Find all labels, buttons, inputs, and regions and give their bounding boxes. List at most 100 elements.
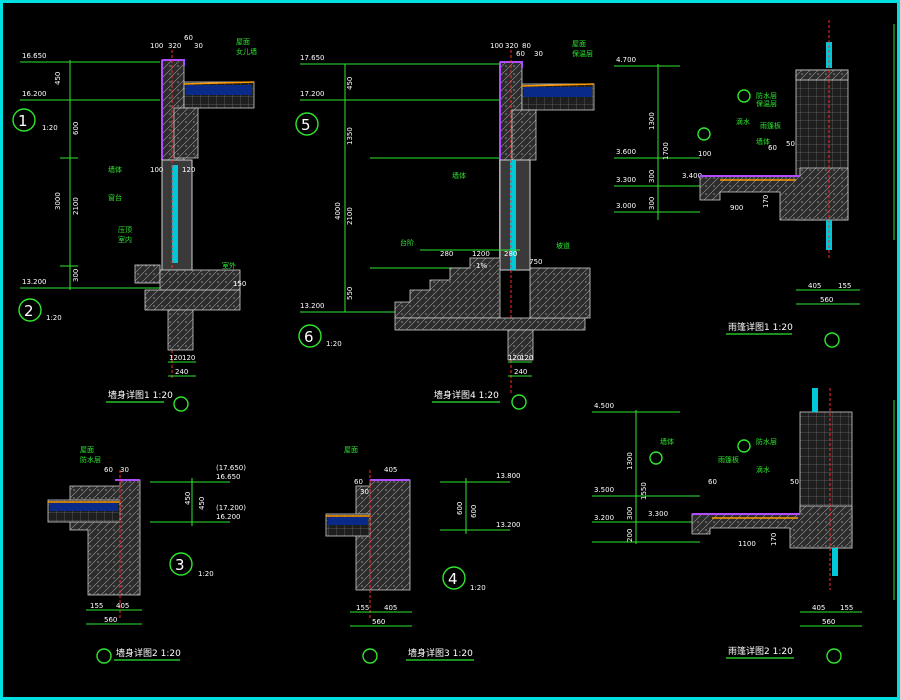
elevation-label: 3.000 bbox=[616, 202, 636, 210]
scale-note: 1:20 bbox=[326, 340, 342, 348]
dim-label: 600 bbox=[470, 505, 478, 518]
annotation: 防水层 bbox=[756, 437, 777, 446]
dim-label: 405 bbox=[808, 282, 821, 290]
detail-marker-circle bbox=[295, 112, 319, 136]
elevation-label: 4.700 bbox=[616, 56, 636, 64]
scale-note: 1:20 bbox=[42, 124, 58, 132]
annotation: 坡道 bbox=[556, 241, 570, 250]
dim-label: 170 bbox=[762, 195, 770, 208]
dim-label: 450 bbox=[198, 497, 206, 510]
detail-title: 雨篷详图1 1:20 bbox=[728, 321, 793, 333]
annotation: 室外 bbox=[222, 261, 236, 270]
insulation-layer bbox=[50, 503, 118, 511]
dim-label: 120 bbox=[182, 166, 195, 174]
wall-detail-2: (17.650) 16.650 (17.200) 16.200 450 450 … bbox=[47, 446, 246, 664]
dim-label: 155 bbox=[90, 602, 103, 610]
elevation-label: 3.500 bbox=[594, 486, 614, 494]
annotation: 屋面 bbox=[344, 446, 358, 454]
dim-label: 60 bbox=[708, 478, 717, 486]
dim-label: 240 bbox=[514, 368, 527, 376]
dim-label: 320 bbox=[168, 42, 181, 50]
annotation: 滴水 bbox=[756, 465, 770, 474]
dim-label: 450 bbox=[184, 492, 192, 505]
dim-label: 120 bbox=[169, 354, 182, 362]
foundation-column bbox=[507, 329, 534, 361]
dim-label: 155 bbox=[356, 604, 369, 612]
dim-label: 1300 bbox=[648, 112, 656, 130]
index-bubble bbox=[737, 439, 751, 453]
dim-label: 405 bbox=[384, 466, 397, 474]
detail-marker-circle bbox=[298, 324, 322, 348]
detail-marker-circle bbox=[442, 566, 466, 590]
elevation-label: 16.200 bbox=[216, 513, 241, 521]
dim-label: 170 bbox=[770, 533, 778, 546]
axis-bubble bbox=[96, 648, 112, 664]
dim-label: 1% bbox=[476, 262, 487, 270]
annotation: 女儿墙 bbox=[236, 47, 257, 56]
dim-label: 1700 bbox=[662, 142, 670, 160]
canopy-detail-2: 4.500 3.500 3.300 3.200 1300 1550 300 20… bbox=[592, 388, 895, 664]
insulation-layer bbox=[524, 87, 592, 97]
axis-bubble bbox=[824, 332, 840, 348]
annotation: 压顶 bbox=[118, 226, 132, 234]
step bbox=[134, 264, 161, 284]
floor-slab bbox=[529, 267, 591, 319]
dim-label: 60 bbox=[104, 466, 113, 474]
dim-label: 600 bbox=[456, 502, 464, 515]
dim-label: 100 bbox=[490, 42, 503, 50]
elevation-label: 3.300 bbox=[616, 176, 636, 184]
scale-note: 1:20 bbox=[198, 570, 214, 578]
foundation-column bbox=[167, 309, 194, 351]
elevation-label: 3.600 bbox=[616, 148, 636, 156]
dim-label: 30 bbox=[360, 488, 369, 496]
dim-label: 1550 bbox=[640, 482, 648, 500]
detail-marker-number: 2 bbox=[24, 302, 34, 320]
detail-title: 墙身详图3 1:20 bbox=[408, 647, 473, 659]
annotation: 屋面 bbox=[80, 446, 94, 454]
wall-cap bbox=[795, 69, 849, 81]
dim-label: 300 bbox=[72, 269, 80, 282]
scale-note: 1:20 bbox=[46, 314, 62, 322]
dim-label: 280 bbox=[440, 250, 453, 258]
dim-label: 4000 bbox=[334, 202, 342, 220]
dim-label: 560 bbox=[372, 618, 385, 626]
dim-label: 30 bbox=[194, 42, 203, 50]
foundation-beam bbox=[144, 289, 241, 311]
elevation-label: 13.200 bbox=[496, 521, 521, 529]
elevation-label: 3.200 bbox=[594, 514, 614, 522]
dim-label: 50 bbox=[790, 478, 799, 486]
axis-bubble bbox=[826, 648, 842, 664]
annotation: 保温层 bbox=[572, 49, 593, 58]
dim-label: 1100 bbox=[738, 540, 756, 548]
elevation-label: 16.650 bbox=[22, 52, 47, 60]
elevation-label: 17.650 bbox=[300, 54, 325, 62]
ground-slab bbox=[394, 317, 586, 331]
dim-label: 100 bbox=[150, 166, 163, 174]
dim-label: 560 bbox=[820, 296, 833, 304]
annotation: 雨篷板 bbox=[718, 455, 739, 464]
elevation-label: 13.800 bbox=[496, 472, 521, 480]
detail-marker-number: 4 bbox=[448, 570, 458, 588]
dim-label: 2100 bbox=[72, 197, 80, 215]
dim-label: 1300 bbox=[626, 452, 634, 470]
detail-marker-number: 3 bbox=[175, 556, 185, 574]
elevation-label: (17.200) bbox=[216, 504, 246, 512]
annotation: 墙体 bbox=[108, 165, 122, 174]
annotation: 防水层 bbox=[80, 455, 101, 464]
dim-label: 450 bbox=[346, 77, 354, 90]
insulation-layer bbox=[186, 85, 252, 95]
window-glass bbox=[510, 160, 516, 270]
annotation: 滴水 bbox=[736, 117, 750, 126]
dim-label: 550 bbox=[346, 287, 354, 300]
parapet-wall bbox=[69, 479, 141, 596]
annotation: 室内 bbox=[118, 235, 132, 244]
dim-label: 320 bbox=[505, 42, 518, 50]
detail-marker-number: 6 bbox=[304, 328, 314, 346]
elevation-label: 16.650 bbox=[216, 473, 241, 481]
dim-label: 100 bbox=[698, 150, 711, 158]
detail-marker-circle bbox=[12, 108, 36, 132]
detail-marker-circle bbox=[18, 298, 42, 322]
dim-label: 560 bbox=[104, 616, 117, 624]
canopy-slab bbox=[691, 505, 853, 549]
